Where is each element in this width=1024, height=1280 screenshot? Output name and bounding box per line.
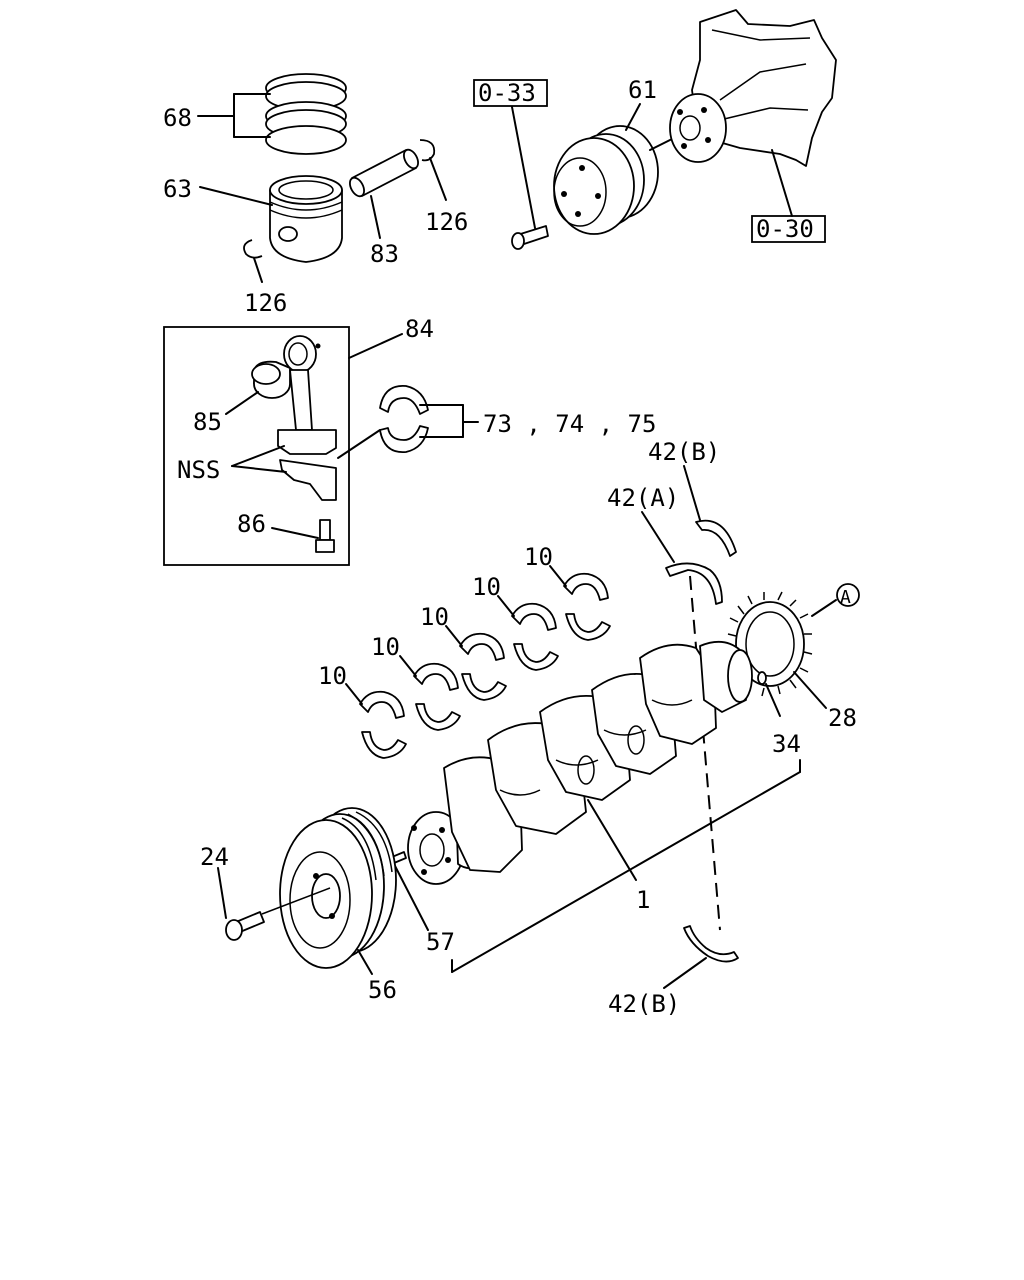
leader-nss <box>231 445 287 473</box>
rod-bearings <box>379 385 429 453</box>
label-0-33: 0-33 <box>478 79 536 107</box>
thrust-alignment-line <box>689 575 721 931</box>
leader-10-5 <box>549 565 567 587</box>
leader-57 <box>393 863 429 931</box>
main-bearing-5 <box>563 572 611 641</box>
leader-84 <box>348 333 403 359</box>
label-10-2: 10 <box>371 633 400 661</box>
label-10-5: 10 <box>524 543 553 571</box>
leader-68 <box>197 93 271 138</box>
main-bearing-4 <box>511 602 559 671</box>
leader-10-3 <box>445 625 463 647</box>
connecting-rod-box <box>163 326 350 566</box>
snap-ring-left <box>243 239 263 259</box>
label-61: 61 <box>628 76 657 104</box>
thrust-washer-42b-top <box>695 519 737 557</box>
pulley-bolt <box>511 225 549 250</box>
leader-bracket-bottom <box>451 759 801 973</box>
leader-0-33 <box>511 106 536 229</box>
rod-to-bearing-line <box>337 429 381 459</box>
pulley-bolt-axis <box>261 887 331 915</box>
crankshaft-pulley-bolt <box>225 911 265 941</box>
leader-28 <box>793 671 827 709</box>
leader-86 <box>271 527 319 539</box>
water-pump <box>669 9 837 167</box>
connecting-rod <box>277 335 337 501</box>
connecting-rod-bolt <box>315 519 335 553</box>
label-86: 86 <box>237 510 266 538</box>
label-circle-a: A <box>840 587 851 608</box>
label-73-74-75: 73 , 74 , 75 <box>483 410 656 438</box>
label-57: 57 <box>426 928 455 956</box>
label-42b-bottom: 42(B) <box>608 990 680 1018</box>
label-42a: 42(A) <box>607 484 679 512</box>
leader-126-left <box>253 257 263 283</box>
snap-ring-right <box>419 139 436 162</box>
leader-83 <box>370 195 381 239</box>
crankshaft-gear <box>727 591 813 697</box>
label-42b-top: 42(B) <box>648 438 720 466</box>
leader-0-30 <box>771 149 793 217</box>
label-126-right: 126 <box>425 208 468 236</box>
label-28: 28 <box>828 704 857 732</box>
leader-85 <box>225 391 259 415</box>
main-bearing-2 <box>413 662 461 731</box>
label-126-left: 126 <box>244 289 287 317</box>
crankshaft-pin <box>757 671 767 685</box>
crankshaft-pulley <box>279 807 397 969</box>
leader-73-74-75 <box>419 404 479 438</box>
leader-10-2 <box>399 655 417 677</box>
label-56: 56 <box>368 976 397 1004</box>
label-24: 24 <box>200 843 229 871</box>
piston-pin <box>349 148 419 198</box>
thrust-washer-42a <box>665 562 723 605</box>
leader-56 <box>357 949 373 975</box>
leader-61 <box>625 103 641 131</box>
label-34: 34 <box>772 730 801 758</box>
leader-126-right <box>429 157 447 201</box>
label-nss: NSS <box>177 456 220 484</box>
water-pump-pulley <box>553 125 659 235</box>
leader-24 <box>217 867 227 919</box>
label-68: 68 <box>163 104 192 132</box>
leader-42a <box>641 511 675 563</box>
leader-10-4 <box>497 595 515 617</box>
thrust-washer-42b-bottom <box>683 925 739 963</box>
leader-63 <box>199 186 273 206</box>
leader-42b-top <box>683 465 701 521</box>
piston-rings <box>265 73 347 155</box>
main-bearing-3 <box>459 632 507 701</box>
connecting-rod-bushing <box>251 360 291 399</box>
label-10-4: 10 <box>472 573 501 601</box>
label-85: 85 <box>193 408 222 436</box>
label-10-1: 10 <box>318 662 347 690</box>
leader-10-1 <box>345 683 363 705</box>
label-0-30: 0-30 <box>756 215 814 243</box>
leader-1 <box>587 799 637 881</box>
leader-42b-bottom <box>663 957 707 989</box>
ref-box-0-33 <box>473 79 548 107</box>
piston <box>269 175 343 263</box>
label-1: 1 <box>636 886 650 914</box>
ref-box-0-30 <box>751 215 826 243</box>
label-83: 83 <box>370 240 399 268</box>
label-10-3: 10 <box>420 603 449 631</box>
crankshaft <box>407 640 753 885</box>
leader-34 <box>765 683 781 717</box>
circle-a-marker <box>836 583 860 607</box>
main-bearing-1 <box>359 690 407 759</box>
label-84: 84 <box>405 315 434 343</box>
leader-circle-a <box>811 599 837 617</box>
label-63: 63 <box>163 175 192 203</box>
